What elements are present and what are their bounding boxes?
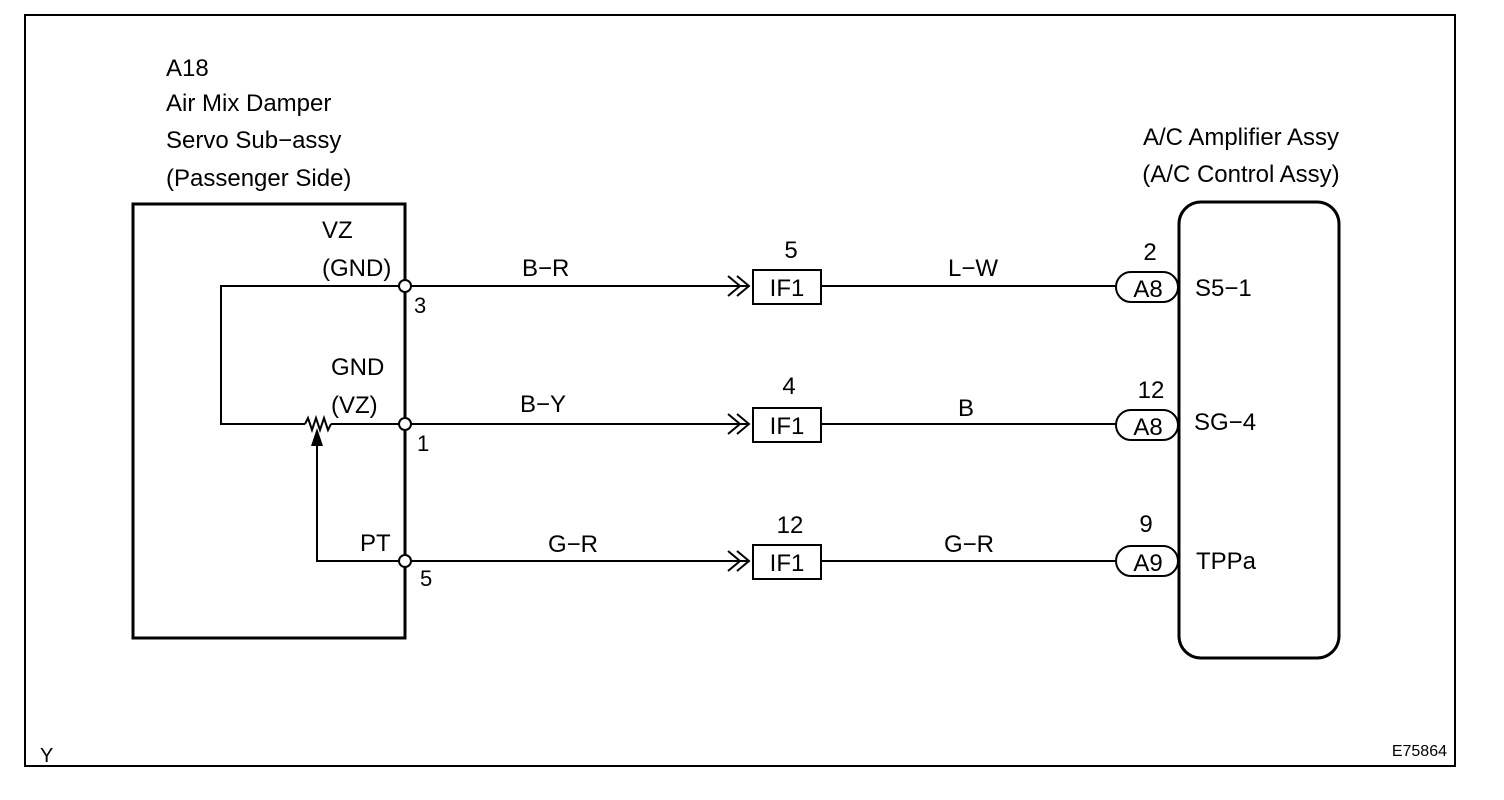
ac-amplifier-box: [1177, 200, 1341, 660]
left-component-name-line1: Air Mix Damper: [166, 90, 331, 117]
terminal-5-dot: [398, 554, 412, 568]
circuit-row-3: G−R IF1 12 G−R A9 9 TPPa: [398, 511, 1257, 580]
circuit-row-2: B−Y IF1 4 B A8 12 SG−4: [398, 373, 1256, 443]
right-component-name-line2: (A/C Control Assy): [1142, 161, 1339, 188]
terminal-gnd-label: GND: [331, 354, 384, 381]
junction-chevron-3a: [727, 550, 742, 572]
junction-pin-3: 12: [777, 512, 804, 539]
signal-label-1: S5−1: [1195, 275, 1252, 302]
junction-chevron-1b: [736, 275, 751, 297]
wire-color-right-1: L−W: [948, 255, 998, 282]
connector-pin-3: 9: [1139, 511, 1152, 538]
left-component-name-line3: (Passenger Side): [166, 165, 351, 192]
pin-5-label: 5: [420, 566, 432, 591]
junction-chevron-2b: [736, 413, 751, 435]
diagram-frame: [24, 14, 1456, 767]
terminal-vz-label: VZ: [322, 217, 353, 244]
terminal-3-dot: [398, 279, 412, 293]
wire-color-left-3: G−R: [548, 531, 598, 558]
terminal-1-dot: [398, 417, 412, 431]
connector-pin-2: 12: [1138, 377, 1165, 404]
terminal-gnd-alt-label: (VZ): [331, 392, 378, 419]
potentiometer-wiper-arrow: [311, 428, 323, 446]
right-component-name-line1: A/C Amplifier Assy: [1143, 124, 1339, 151]
junction-box-1: [752, 269, 822, 305]
left-component-code: A18: [166, 55, 209, 82]
terminal-pt-label: PT: [360, 530, 391, 557]
junction-pin-2: 4: [782, 373, 795, 400]
junction-chevron-1a: [727, 275, 742, 297]
signal-label-2: SG−4: [1194, 409, 1256, 436]
junction-label-1: IF1: [770, 275, 805, 302]
connector-label-2: A8: [1133, 414, 1162, 441]
left-component-name-line2: Servo Sub−assy: [166, 127, 341, 154]
junction-label-2: IF1: [770, 413, 805, 440]
corner-mark: Y: [40, 745, 53, 767]
pin-1-label: 1: [417, 431, 429, 456]
circuit-row-1: B−R IF1 5 L−W A8 2 S5−1: [398, 237, 1252, 305]
pin-3-label: 3: [414, 293, 426, 318]
potentiometer-wiper-line: [316, 440, 405, 562]
junction-pin-1: 5: [784, 237, 797, 264]
junction-label-3: IF1: [770, 550, 805, 577]
connector-label-3: A9: [1133, 550, 1162, 577]
wire-color-left-2: B−Y: [520, 391, 566, 418]
junction-box-3: [752, 544, 822, 580]
servo-internal-loop: [220, 285, 405, 425]
terminal-vz-alt-label: (GND): [322, 255, 391, 282]
junction-chevron-2a: [727, 413, 742, 435]
wire-color-right-3: G−R: [944, 531, 994, 558]
connector-pin-1: 2: [1143, 239, 1156, 266]
signal-label-3: TPPa: [1196, 548, 1257, 575]
connector-label-1: A8: [1133, 276, 1162, 303]
junction-chevron-3b: [736, 550, 751, 572]
potentiometer-resistor: [304, 414, 332, 434]
wire-color-left-1: B−R: [522, 255, 569, 282]
wire-color-right-2: B: [958, 395, 974, 422]
figure-id: E75864: [1392, 743, 1447, 760]
